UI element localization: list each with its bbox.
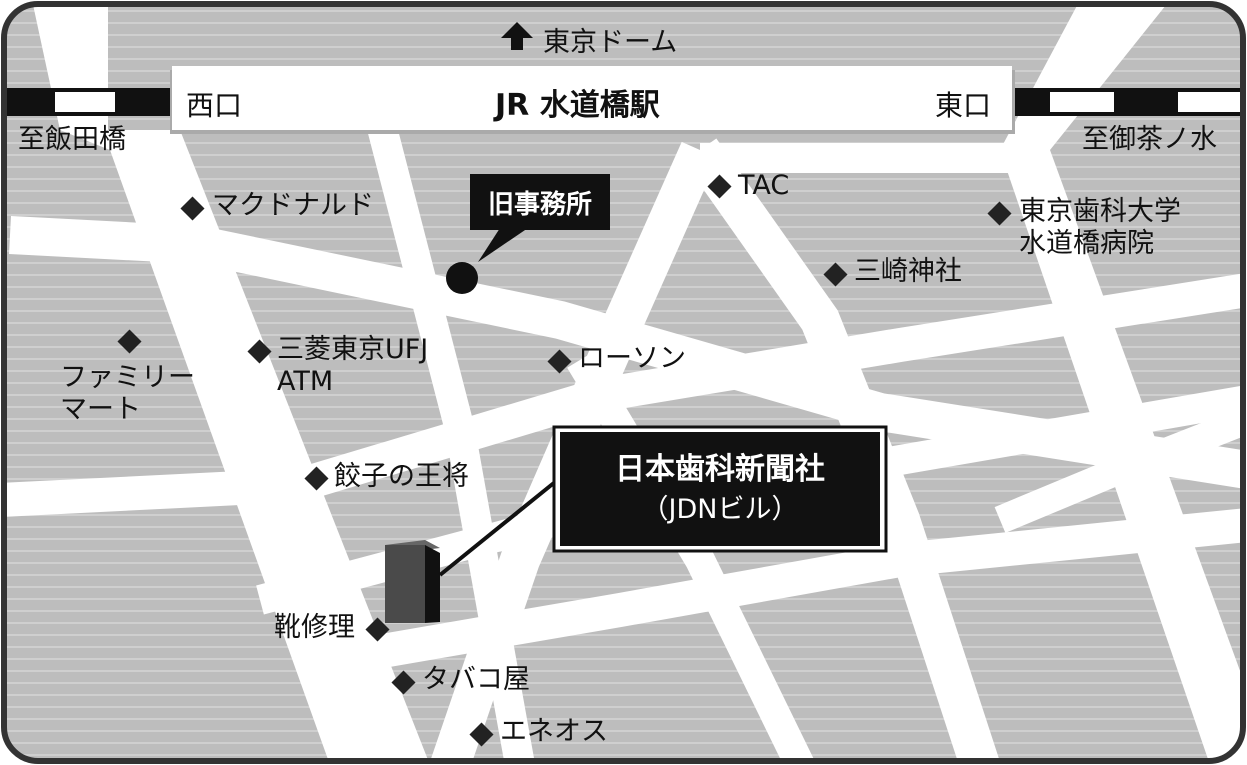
- direction-east-label: 至御茶ノ水: [1082, 124, 1217, 155]
- landmark-misaki-shrine: 三崎神社: [854, 256, 962, 287]
- old-office-label: 旧事務所: [487, 189, 592, 220]
- landmark-lawson: ローソン: [578, 343, 686, 374]
- landmark-mufg-atm: 三菱東京UFJ ATM: [277, 334, 429, 398]
- company-name: 日本歯科新聞社: [615, 452, 825, 488]
- direction-north-label: 東京ドーム: [543, 27, 678, 58]
- station-west-exit: 西口: [186, 89, 243, 122]
- landmark-gyoza: 餃子の王将: [334, 461, 469, 492]
- landmark-shoe-repair: 靴修理: [274, 612, 355, 643]
- landmark-mcdonalds: マクドナルド: [212, 190, 374, 221]
- landmark-family-mart: ファミリー マート: [60, 362, 195, 426]
- road-right-diag: [994, 406, 1243, 533]
- company-building: （JDNビル）: [641, 494, 799, 526]
- north-arrow-icon: [501, 22, 533, 50]
- rail-line: [4, 66, 1243, 134]
- landmark-eneos: エネオス: [500, 716, 608, 747]
- old-office-marker: [446, 174, 610, 294]
- direction-west-label: 至飯田橋: [18, 124, 126, 155]
- jdn-building-icon: [385, 476, 562, 623]
- road-main-east: [1000, 4, 1243, 761]
- landmark-tac: TAC: [738, 170, 790, 201]
- landmark-tmd-university: 東京歯科大学 水道橋病院: [1019, 196, 1181, 260]
- company-box: 日本歯科新聞社 （JDNビル）: [560, 432, 880, 546]
- company-box-frame: [552, 425, 888, 553]
- road-v-center2: [365, 116, 535, 761]
- landmark-tobacco: タバコ屋: [422, 664, 530, 695]
- station-east-exit: 東口: [935, 89, 992, 122]
- station-name: JR 水道橋駅: [495, 88, 660, 123]
- road-v-right: [683, 138, 1000, 761]
